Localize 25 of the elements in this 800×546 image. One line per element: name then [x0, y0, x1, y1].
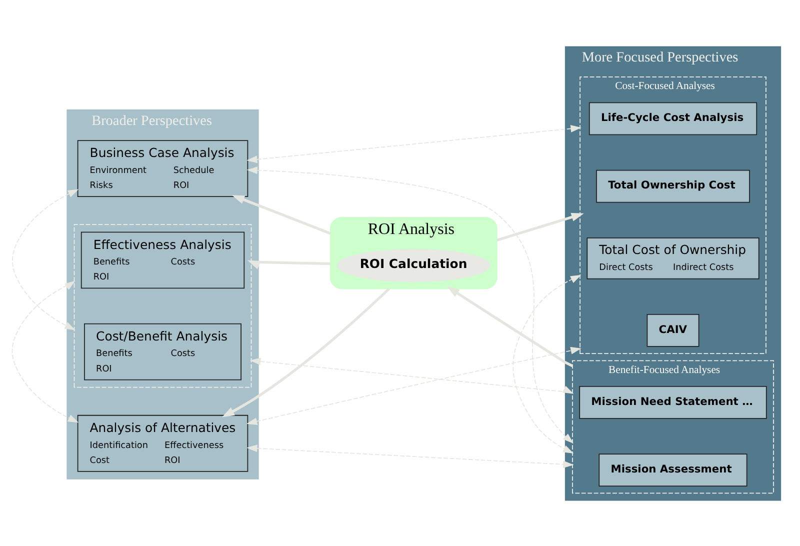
node-box: Total Ownership Cost: [596, 169, 750, 202]
node-box: Cost/Benefit Analysis Benefits Costs ROI: [84, 322, 242, 380]
node-box: Mission Need Statement …: [579, 386, 767, 418]
cluster: [74, 224, 252, 388]
arrow: [12, 280, 79, 422]
arrow: [246, 444, 574, 468]
arrow: [248, 260, 330, 269]
node-box: Total Cost of Ownership Direct Costs Indirect Costs: [586, 236, 760, 279]
node-box: Analysis of Alternatives Identification Effectiveness Cost ROI: [77, 414, 248, 472]
node-box: Effectiveness Analysis Benefits Costs ROI: [80, 231, 245, 288]
node-box: Mission Assessment: [598, 453, 748, 486]
node-box: Life-Cycle Cost Analysis: [588, 102, 758, 135]
arrow: [246, 124, 582, 163]
node-ellipse: ROI Calculation: [337, 248, 490, 282]
arrow: [512, 274, 582, 453]
arrow: [250, 357, 574, 394]
arrow: [246, 346, 582, 425]
arrow: [446, 286, 574, 367]
arrow: [232, 194, 331, 234]
arrow: [496, 212, 584, 241]
node-box: CAIV: [646, 313, 700, 346]
arrow: [12, 188, 79, 330]
arrow: [222, 287, 390, 417]
node-box: Business Case Analysis Environment Schedule Risks ROI: [77, 140, 248, 196]
arrow: [246, 166, 574, 443]
